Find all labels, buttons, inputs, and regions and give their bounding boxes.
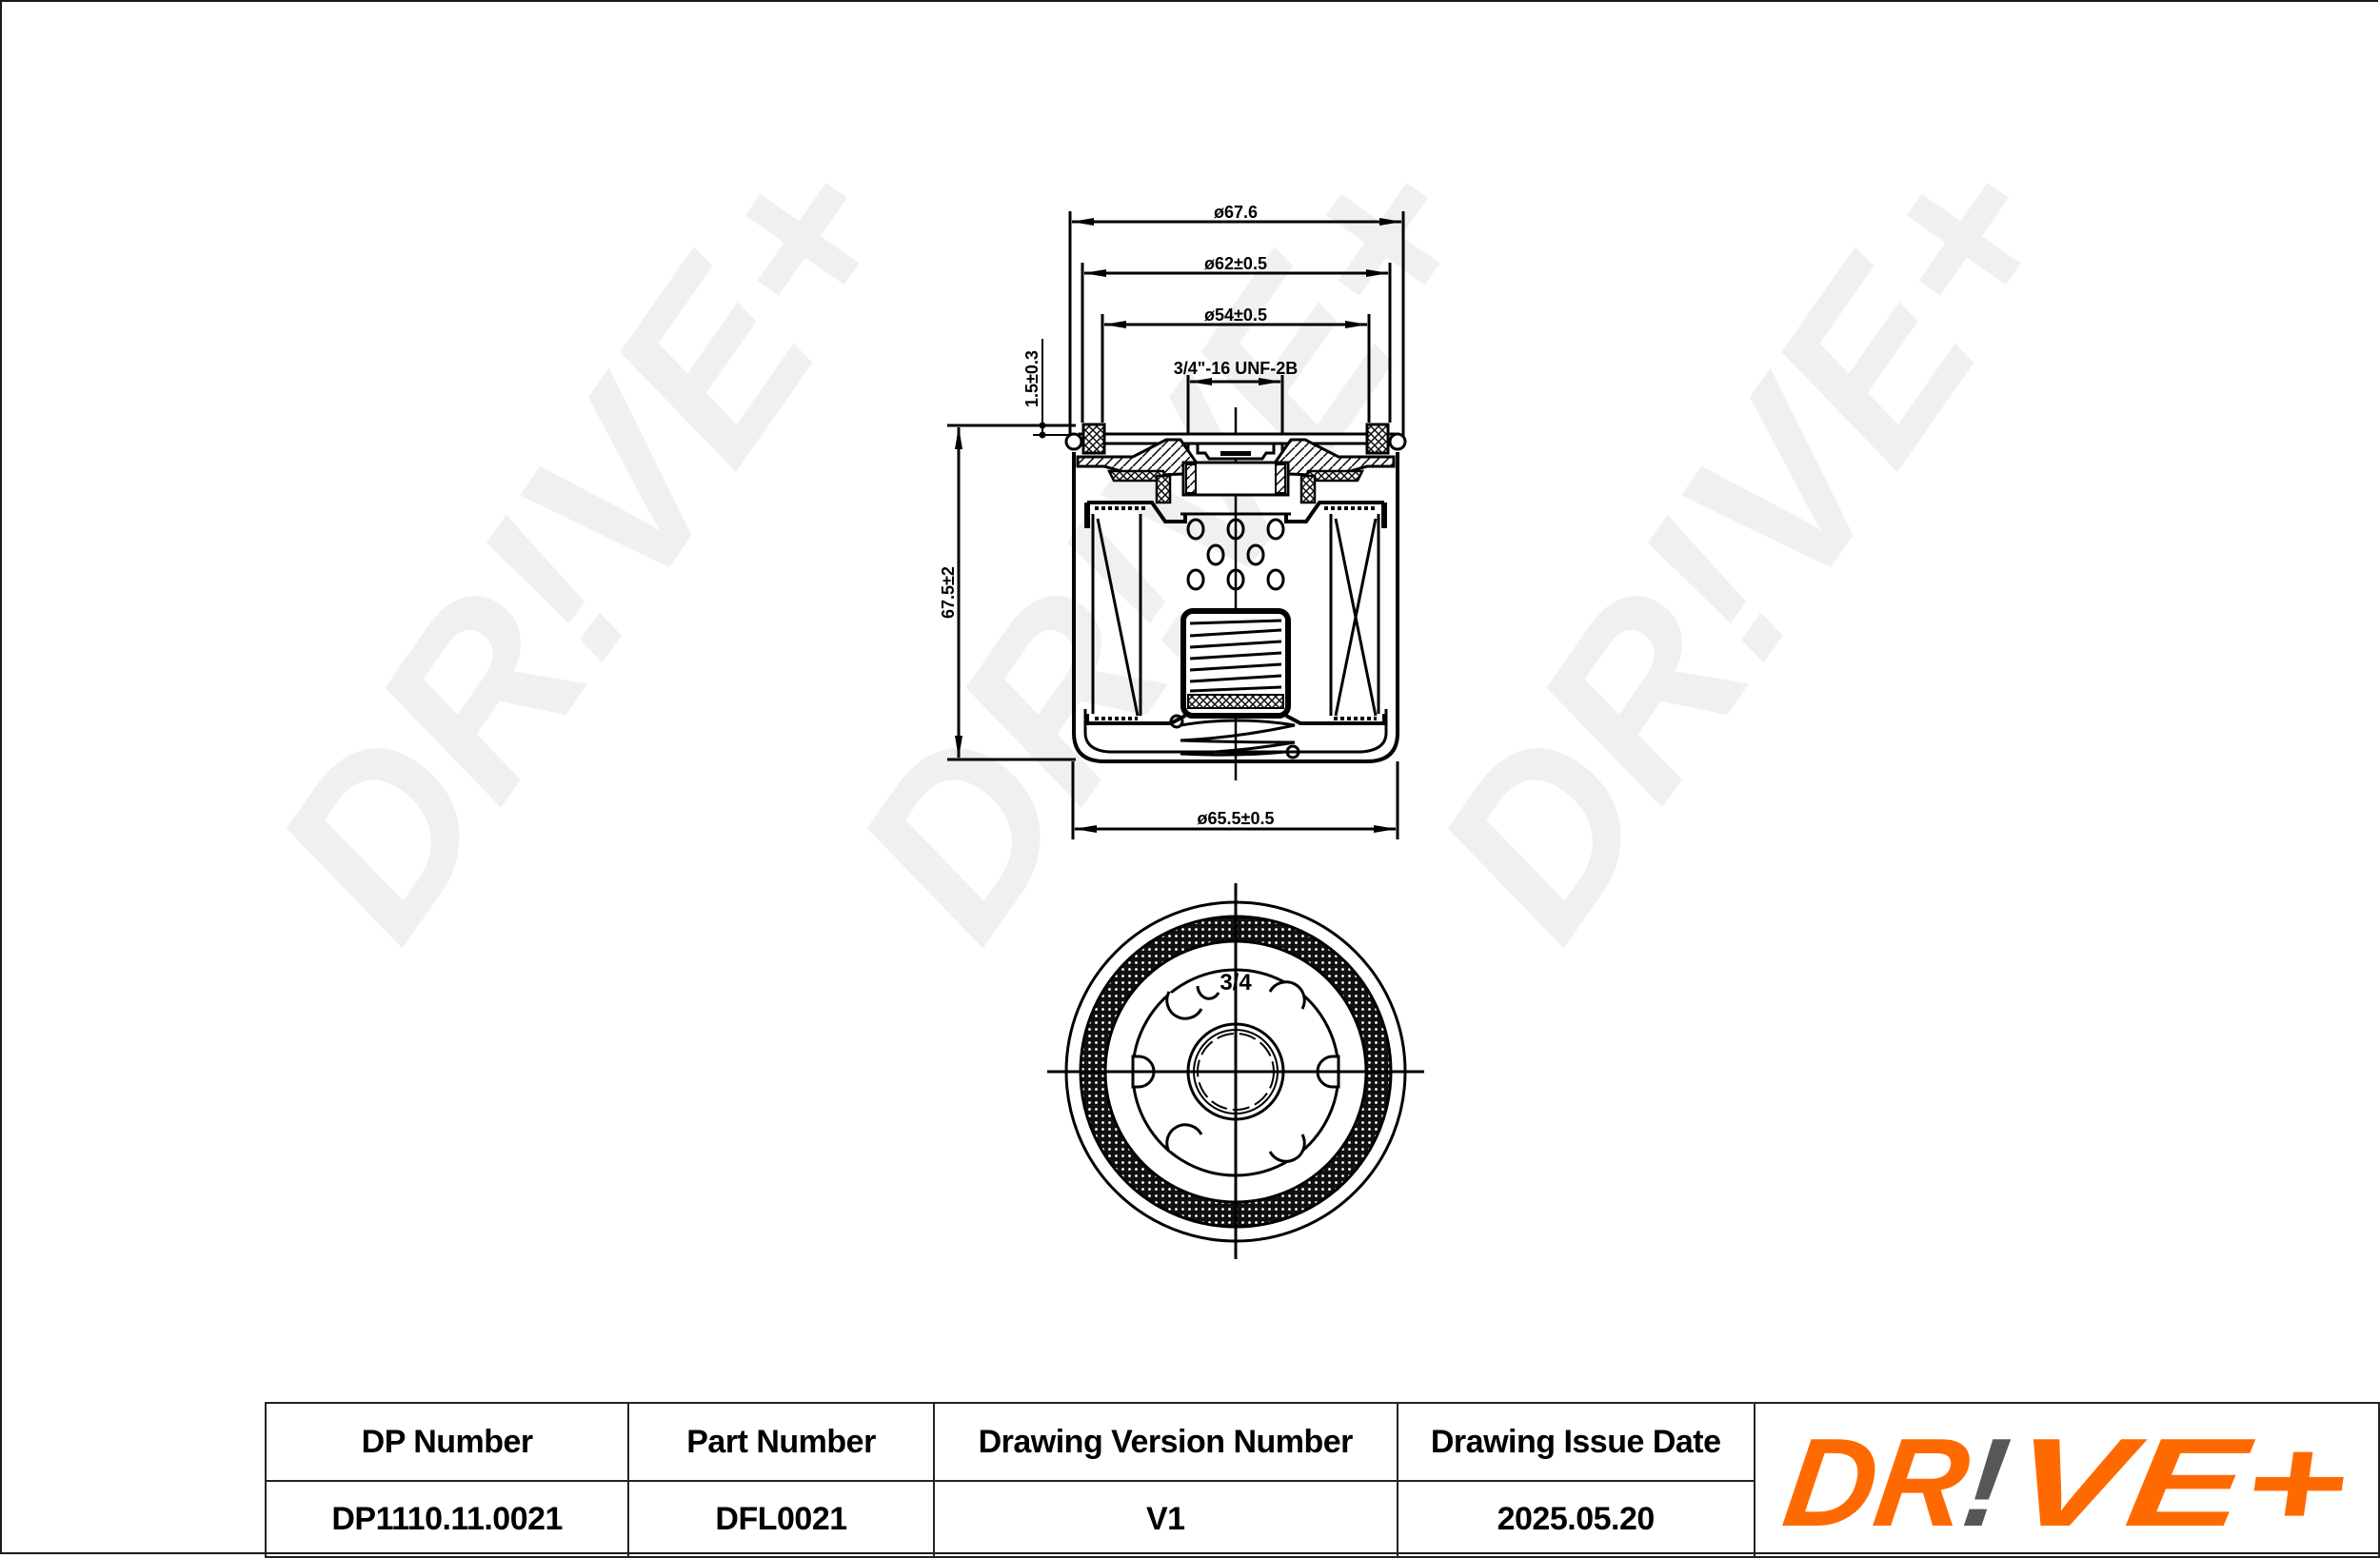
dim-gasket-inner: ø54±0.5 xyxy=(1204,306,1267,325)
header-drawing-version: Drawing Version Number xyxy=(932,1402,1398,1482)
header-dp-number: DP Number xyxy=(264,1402,630,1482)
end-view-label: 3/4 xyxy=(1220,970,1252,996)
drive-plus-logo-icon: DR ! VE+ xyxy=(1776,1423,2356,1537)
dim-thread: 3/4"-16 UNF-2B xyxy=(1174,359,1299,378)
watermark-group: DR!VE+ DR!VE+ DR!VE+ xyxy=(224,108,2107,981)
title-block: DP Number Part Number Drawing Version Nu… xyxy=(264,1402,2380,1558)
logo-text-dr: DR xyxy=(1776,1423,1977,1537)
header-part-number: Part Number xyxy=(627,1402,935,1482)
logo-text-ve-plus: VE+ xyxy=(2003,1423,2356,1537)
dim-outer-diameter: ø67.6 xyxy=(1214,203,1258,222)
dim-gasket-height: 1.5±0.3 xyxy=(1022,350,1041,407)
value-part-number: DFL0021 xyxy=(627,1480,935,1558)
brand-logo: DR ! VE+ xyxy=(1755,1409,2378,1551)
side-section-view xyxy=(947,211,1407,839)
dim-body-diameter: ø65.5±0.5 xyxy=(1198,809,1275,828)
value-drawing-version: V1 xyxy=(932,1480,1398,1558)
dim-height: 67.5±2 xyxy=(939,566,958,619)
header-issue-date: Drawing Issue Date xyxy=(1396,1402,1755,1482)
value-issue-date: 2025.05.20 xyxy=(1396,1480,1755,1558)
logo-cell: DR ! VE+ xyxy=(1753,1402,2380,1558)
end-view xyxy=(1047,883,1424,1259)
dim-gasket-outer: ø62±0.5 xyxy=(1204,254,1267,273)
value-dp-number: DP1110.11.0021 xyxy=(264,1480,630,1558)
